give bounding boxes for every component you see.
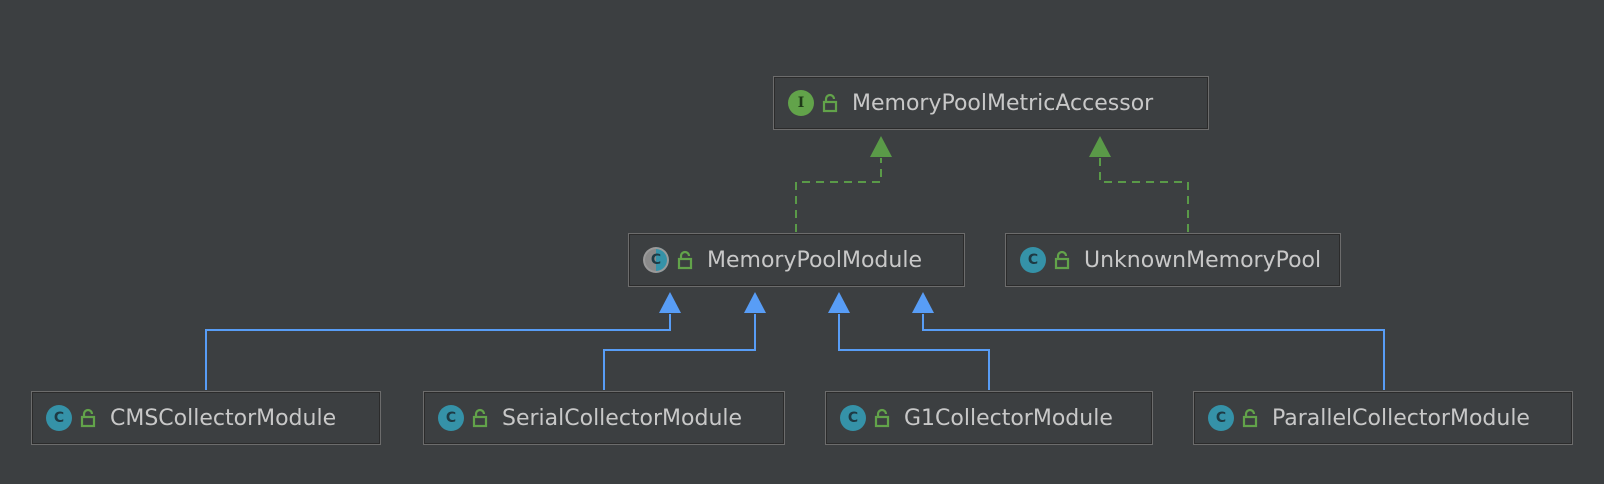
public-lock-icon [874, 408, 890, 428]
node-label: UnknownMemoryPool [1084, 247, 1322, 273]
arrowhead-extends-cms [659, 292, 681, 313]
node-label: CMSCollectorModule [110, 405, 337, 431]
edge-parallelcollectormodule-extends-memorypoolmodule [922, 314, 1385, 390]
node-label: SerialCollectorModule [502, 405, 743, 431]
node-label: MemoryPoolModule [707, 247, 922, 273]
interface-icon: I [788, 90, 814, 116]
class-icon: C [1020, 247, 1046, 273]
edge-memorypoolmodule-implements-memorypoolmetricaccessor [795, 158, 882, 232]
arrowhead-extends-serial [744, 292, 766, 313]
node-unknownmemorypool[interactable]: C UnknownMemoryPool [1005, 233, 1341, 287]
arrowhead-implements-left [870, 136, 892, 157]
node-memorypoolmodule[interactable]: C MemoryPoolModule [628, 233, 965, 287]
node-memorypoolmetricaccessor[interactable]: I MemoryPoolMetricAccessor [773, 76, 1209, 130]
node-serialcollectormodule[interactable]: C SerialCollectorModule [423, 391, 785, 445]
node-label: MemoryPoolMetricAccessor [852, 90, 1154, 116]
node-label: G1CollectorModule [904, 405, 1113, 431]
node-g1collectormodule[interactable]: C G1CollectorModule [825, 391, 1153, 445]
class-icon: C [1208, 405, 1234, 431]
node-label: ParallelCollectorModule [1272, 405, 1530, 431]
public-lock-icon [472, 408, 488, 428]
public-lock-icon [1054, 250, 1070, 270]
edge-serialcollectormodule-extends-memorypoolmodule [603, 314, 756, 390]
edge-unknownmemorypool-implements-memorypoolmetricaccessor [1099, 158, 1189, 232]
class-icon: C [840, 405, 866, 431]
public-lock-icon [677, 250, 693, 270]
class-icon: C [438, 405, 464, 431]
class-icon: C [46, 405, 72, 431]
abstract-class-icon: C [643, 247, 669, 273]
arrowhead-extends-parallel [912, 292, 934, 313]
public-lock-icon [1242, 408, 1258, 428]
public-lock-icon [822, 93, 838, 113]
public-lock-icon [80, 408, 96, 428]
arrowhead-extends-g1 [828, 292, 850, 313]
node-cmscollectormodule[interactable]: C CMSCollectorModule [31, 391, 381, 445]
edge-cmscollectormodule-extends-memorypoolmodule [205, 314, 671, 390]
node-parallelcollectormodule[interactable]: C ParallelCollectorModule [1193, 391, 1573, 445]
edge-g1collectormodule-extends-memorypoolmodule [838, 314, 990, 390]
arrowhead-implements-right [1089, 136, 1111, 157]
